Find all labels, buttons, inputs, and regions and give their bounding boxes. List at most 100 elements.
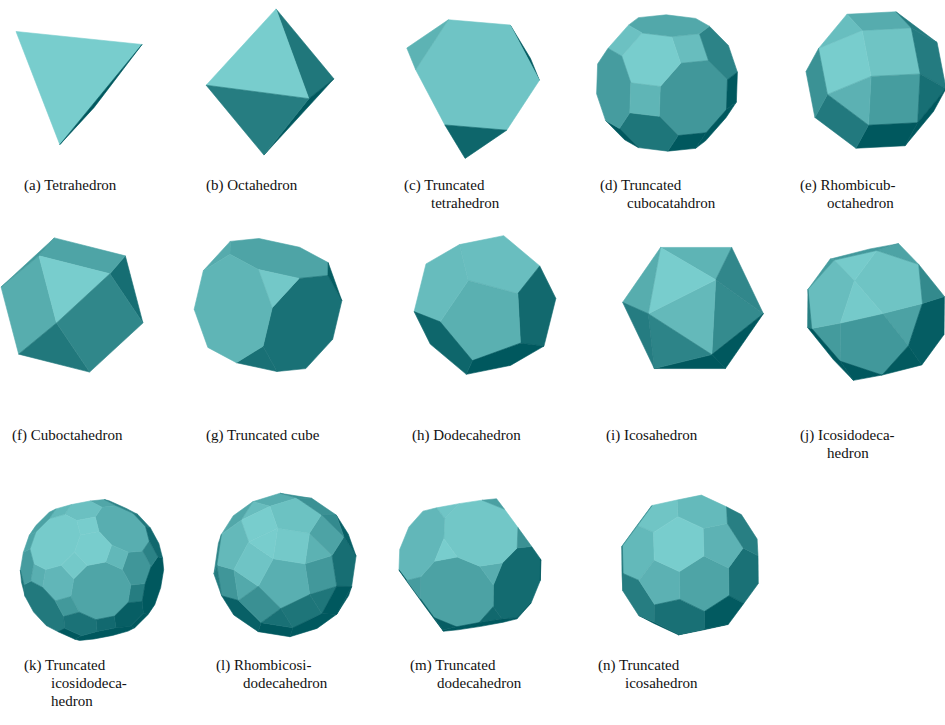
polyhedron-face bbox=[60, 44, 142, 144]
polyhedron-face bbox=[407, 20, 449, 70]
truncated-cube-figure bbox=[194, 239, 342, 372]
polyhedron-face bbox=[133, 513, 150, 528]
subfigure-caption: (h) Dodecahedron bbox=[412, 426, 562, 444]
icosahedron-figure bbox=[623, 247, 764, 368]
polyhedron-face bbox=[280, 493, 312, 498]
polyhedron-face bbox=[630, 83, 660, 117]
polyhedron-face bbox=[146, 527, 163, 558]
subfigure-caption: (c) Truncated tetrahedron bbox=[404, 176, 522, 212]
polyhedron-face bbox=[115, 601, 144, 627]
polyhedron-face bbox=[96, 616, 116, 631]
polyhedron-face bbox=[16, 31, 142, 144]
subfigure-caption: (k) Truncated icosidodeca- hedron bbox=[24, 656, 144, 710]
polyhedron-face bbox=[840, 361, 882, 380]
polyhedron-face bbox=[297, 498, 336, 515]
polyhedron-face bbox=[399, 570, 443, 631]
polyhedron-face bbox=[623, 247, 661, 313]
dodecahedron-figure bbox=[414, 236, 556, 375]
polyhedron-face bbox=[75, 531, 112, 565]
polyhedron-face bbox=[1, 238, 54, 287]
polyhedron-face bbox=[540, 559, 542, 581]
polyhedron-face bbox=[337, 587, 352, 615]
polyhedron-face bbox=[830, 244, 898, 260]
polyhedron-face bbox=[712, 314, 764, 369]
polyhedron-face bbox=[654, 517, 704, 572]
polyhedron-face bbox=[466, 343, 544, 374]
polyhedron-face bbox=[882, 346, 922, 375]
polyhedron-face bbox=[20, 570, 25, 596]
polyhedron-face bbox=[290, 614, 337, 637]
polyhedron-face bbox=[443, 618, 517, 632]
polyhedron-face bbox=[812, 323, 841, 361]
polyhedron-face bbox=[622, 505, 652, 546]
polyhedron-face bbox=[808, 289, 812, 328]
polyhedron-face bbox=[57, 274, 143, 372]
polyhedron-face bbox=[808, 259, 834, 289]
polyhedron-face bbox=[704, 596, 744, 629]
polyhedron-face bbox=[336, 515, 356, 556]
polyhedron-face bbox=[622, 546, 623, 591]
polyhedron-face bbox=[445, 125, 507, 159]
polyhedron-face bbox=[905, 88, 945, 145]
polyhedron-face bbox=[716, 247, 764, 313]
polyhedron-face bbox=[619, 113, 678, 151]
subfigure-caption: (e) Rhombicub- octahedron bbox=[800, 176, 920, 212]
rhombicuboctahedron-figure bbox=[806, 12, 945, 148]
polyhedron-face bbox=[321, 515, 344, 537]
truncated-icosidodecahedron-figure bbox=[20, 500, 163, 641]
polyhedron-face bbox=[727, 507, 758, 556]
polyhedron-face bbox=[399, 508, 445, 581]
polyhedron-face bbox=[819, 14, 863, 48]
polyhedron-face bbox=[808, 327, 854, 380]
polyhedron-face bbox=[104, 500, 137, 515]
polyhedron-face bbox=[434, 618, 456, 630]
polyhedron-face bbox=[623, 302, 655, 368]
polyhedron-face bbox=[480, 563, 503, 585]
octahedron-figure bbox=[206, 9, 334, 155]
polyhedron-face bbox=[482, 499, 504, 510]
polyhedron-face bbox=[597, 48, 631, 128]
truncated-cuboctahedron-figure bbox=[597, 15, 738, 151]
truncated-dodecahedron-figure bbox=[399, 499, 541, 631]
cuboctahedron-figure bbox=[1, 238, 143, 372]
polyhedron-face bbox=[29, 509, 56, 535]
subfigure-caption: (f) Cuboctahedron bbox=[12, 426, 162, 444]
subfigure-caption: (i) Icosahedron bbox=[606, 426, 736, 444]
polyhedron-face bbox=[328, 263, 342, 301]
polyhedron-face bbox=[322, 586, 352, 614]
polyhedron-face bbox=[206, 85, 309, 155]
rhombicosidodecahedron-figure bbox=[214, 493, 356, 636]
subfigure-caption: (j) Icosidodeca- hedron bbox=[800, 426, 918, 462]
polyhedron-face bbox=[414, 245, 468, 322]
polyhedron-face bbox=[699, 26, 737, 79]
polyhedron-face bbox=[862, 28, 920, 76]
polyhedron-face bbox=[407, 577, 421, 599]
polyhedron-face bbox=[130, 613, 148, 627]
subfigure-caption: (b) Octahedron bbox=[206, 176, 346, 194]
polyhedron-face bbox=[919, 264, 945, 303]
polyhedron-face bbox=[726, 72, 737, 109]
polyhedron-face bbox=[214, 534, 221, 574]
polyhedron-face bbox=[142, 557, 163, 615]
polyhedron-face bbox=[206, 9, 309, 99]
subfigure-caption: (a) Tetrahedron bbox=[24, 176, 164, 194]
tetrahedron-figure bbox=[16, 31, 142, 144]
polyhedron-face bbox=[516, 603, 531, 619]
polyhedron-face bbox=[249, 528, 278, 559]
subfigure-caption: (l) Rhombicosi- dodecahedron bbox=[216, 656, 338, 692]
subfigure-caption: (d) Truncated cubocatahdron bbox=[600, 176, 720, 212]
truncated-tetrahedron-figure bbox=[407, 20, 540, 159]
icosidodecahedron-figure bbox=[808, 244, 945, 381]
polyhedron-face bbox=[414, 312, 472, 375]
polyhedron-face bbox=[273, 528, 309, 564]
truncated-icosahedron-figure bbox=[622, 495, 759, 635]
polyhedron-face bbox=[64, 612, 97, 636]
polyhedron-face bbox=[194, 254, 272, 362]
polyhedron-face bbox=[696, 102, 737, 148]
subfigure-caption: (g) Truncated cube bbox=[206, 426, 356, 444]
polyhedron-face bbox=[648, 314, 712, 369]
polyhedron-face bbox=[435, 539, 458, 561]
polyhedron-face bbox=[896, 12, 937, 43]
polyhedron-face bbox=[261, 609, 293, 628]
